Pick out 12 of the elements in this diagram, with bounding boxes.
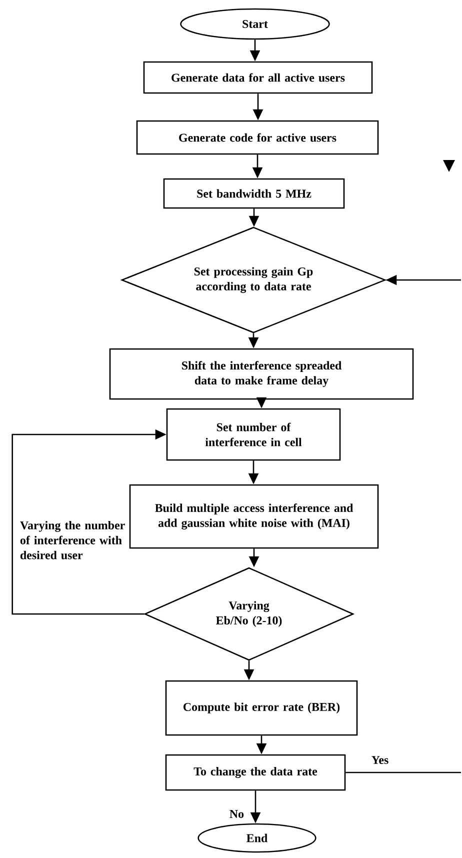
process-box: Set number of interference in cell (166, 408, 341, 461)
process-box: Shift the interference spreaded data to make frame delay (109, 348, 414, 400)
process-box: Compute bit error rate (BER) (165, 680, 358, 736)
process-box: Generate data for all active users (143, 61, 373, 94)
process-box: Build multiple access interference and add gaussian white noise with (MAI) (129, 484, 379, 549)
edge-label: No (230, 810, 244, 818)
process-box: Generate code for active users (136, 120, 379, 155)
connector-line (346, 772, 461, 774)
process-box: Set bandwidth 5 MHz (163, 178, 345, 209)
edge-label: Varying the number of interference with desired user (20, 520, 125, 560)
edge-label: Yes (372, 756, 388, 764)
process-box: To change the data rate (165, 754, 346, 791)
